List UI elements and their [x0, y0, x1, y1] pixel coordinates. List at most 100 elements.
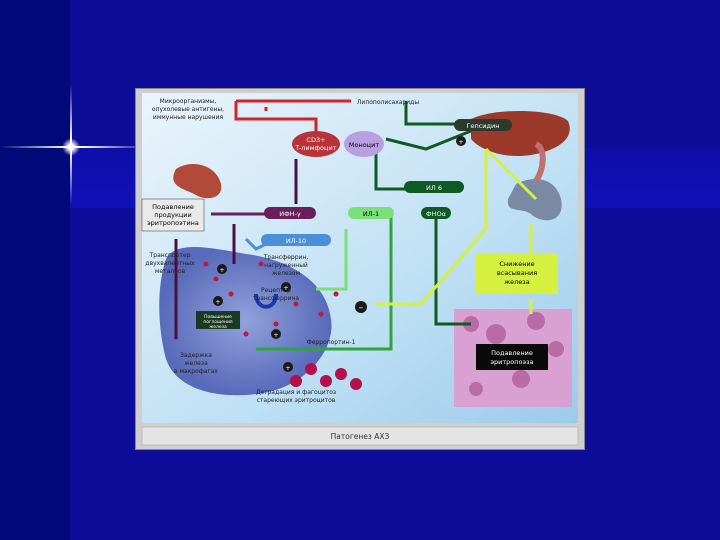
- arrow-hepcidin-gut: [484, 147, 538, 201]
- microorganisms-line1: Микроорганизмы,: [160, 98, 217, 105]
- marrow-cell: [512, 370, 530, 388]
- kidney-icon: [173, 164, 222, 199]
- erythropoiesis-box: [476, 344, 548, 370]
- receptor-icon: [254, 293, 278, 309]
- iron-dot: [243, 331, 249, 337]
- cd3-label-line1: CD3+: [306, 136, 325, 144]
- arrow-red-to-tcell: [234, 101, 318, 134]
- absorption-box: [476, 254, 558, 294]
- plus-sign-transferrin: [281, 282, 291, 292]
- arrow-tnf-marrow: [434, 216, 471, 326]
- slide-left-strip: [0, 0, 70, 540]
- ferroportin-label: Ферропортин-1: [307, 339, 356, 346]
- iron-dot: [293, 301, 299, 307]
- monocyte-label: Моноцит: [349, 141, 379, 149]
- arrow-lps-hepcidin: [404, 101, 461, 126]
- microorganisms-line2: опухолевые антигены,: [152, 106, 224, 113]
- red-blood-cell: [320, 375, 332, 387]
- receptor-line2: трансферрина: [253, 295, 299, 302]
- retention-line2: железа: [184, 360, 208, 367]
- degradation-line1: Деградация и фагоцитоз: [256, 389, 336, 396]
- iron-dot: [203, 261, 209, 267]
- il6-label: ИЛ 6: [426, 184, 442, 192]
- capture-line1: Повышение: [204, 314, 232, 320]
- plus-text: +: [273, 331, 278, 339]
- cd3-cell: [292, 131, 340, 157]
- transferrin-line1: Трансферрин,: [263, 254, 309, 261]
- capture-box: [196, 311, 240, 329]
- diagram-svg: CD3+ T-лимфоцит Моноцит Гепсидин ИЛ 6 ИФ…: [141, 93, 579, 446]
- epo-line2: продукции: [154, 211, 192, 219]
- hepcidin-label: Гепсидин: [467, 122, 500, 130]
- epo-suppression-box: [141, 198, 205, 232]
- marrow-cell: [486, 324, 506, 344]
- caption-bar: [141, 426, 579, 446]
- red-blood-cell: [305, 363, 317, 375]
- il6-box: [404, 181, 464, 193]
- il10-label: ИЛ-10: [286, 237, 306, 245]
- iron-dot: [258, 261, 264, 267]
- red-blood-cell: [350, 378, 362, 390]
- plus-sign-degradation: [283, 362, 293, 372]
- iron-dot: [273, 321, 279, 327]
- acd-pathogenesis-figure: CD3+ T-лимфоцит Моноцит Гепсидин ИЛ 6 ИФ…: [135, 88, 585, 450]
- microorganisms-line3: иммунные нарушения: [153, 114, 224, 121]
- monocyte-cell: [344, 131, 384, 157]
- degradation-line2: стареющих эритроцитов: [257, 397, 336, 404]
- capture-line3: железа: [209, 325, 227, 330]
- retention-line1: Задержка: [180, 352, 212, 359]
- red-blood-cell: [290, 375, 302, 387]
- plus-text: +: [283, 284, 288, 292]
- iron-dot: [318, 311, 324, 317]
- iron-dot: [228, 291, 234, 297]
- arrow-hepcidin-ferroportin: [376, 149, 488, 306]
- hepcidin-box: [454, 119, 512, 131]
- plus-sign-hepcidin: [456, 136, 466, 146]
- il1-box: [348, 207, 394, 219]
- arrow-il1: [316, 229, 348, 291]
- sparkle-icon: [62, 138, 80, 156]
- ifn-label: ИФН-γ: [279, 210, 301, 218]
- esophagus-icon: [533, 141, 546, 183]
- tnf-box: [421, 207, 451, 219]
- plus-text: +: [219, 266, 224, 274]
- plus-text: +: [458, 138, 463, 146]
- epo-line1: Подавление: [152, 203, 194, 211]
- marrow-cell: [469, 382, 483, 396]
- minus-sign-ferroportin: [355, 301, 367, 313]
- red-blood-cell: [335, 368, 347, 380]
- erythropoiesis-line1: Подавление: [491, 349, 533, 357]
- receptor-line1: Рецептор: [261, 287, 291, 294]
- capture-line2: поглощения: [203, 320, 233, 325]
- arrow-hepcidin-monocyte: [385, 129, 472, 151]
- plus-sign-capture: [213, 296, 223, 306]
- tnf-label: ФНОα: [426, 210, 446, 218]
- absorption-line3: железа: [504, 278, 529, 286]
- erythropoiesis-line2: эритропоэза: [490, 358, 533, 366]
- marrow-cell: [548, 341, 564, 357]
- dmt-line1: Транспортер: [149, 252, 191, 259]
- dmt-line3: металлов: [155, 268, 186, 275]
- marrow-cell: [527, 312, 545, 330]
- dmt-line2: двухвалентных: [145, 260, 195, 267]
- lps-label: Липополисахариды: [357, 99, 419, 106]
- arrow-green-to-macrophage: [256, 216, 393, 351]
- il10-box: [261, 234, 331, 246]
- plus-sign-dmt: [217, 264, 227, 274]
- transferrin-line2: нагруженный: [264, 262, 308, 269]
- absorption-line1: Снижение: [499, 260, 534, 268]
- il1-label: ИЛ-1: [363, 210, 379, 218]
- transferrin-line3: железом: [272, 270, 300, 277]
- plus-text: +: [285, 364, 290, 372]
- minus-text: −: [358, 304, 363, 312]
- plus-sign-receptor: [271, 329, 281, 339]
- absorption-line2: всасывания: [497, 269, 537, 277]
- iron-dot: [333, 291, 339, 297]
- figure-caption: Патогенез АХЗ: [331, 432, 390, 441]
- plus-text: +: [215, 298, 220, 306]
- epo-line3: эритропоэтина: [147, 219, 199, 227]
- iron-dot: [213, 276, 219, 282]
- ifn-box: [264, 207, 316, 219]
- retention-line3: в макрофагах: [174, 368, 218, 375]
- cd3-label-line2: T-лимфоцит: [295, 144, 337, 152]
